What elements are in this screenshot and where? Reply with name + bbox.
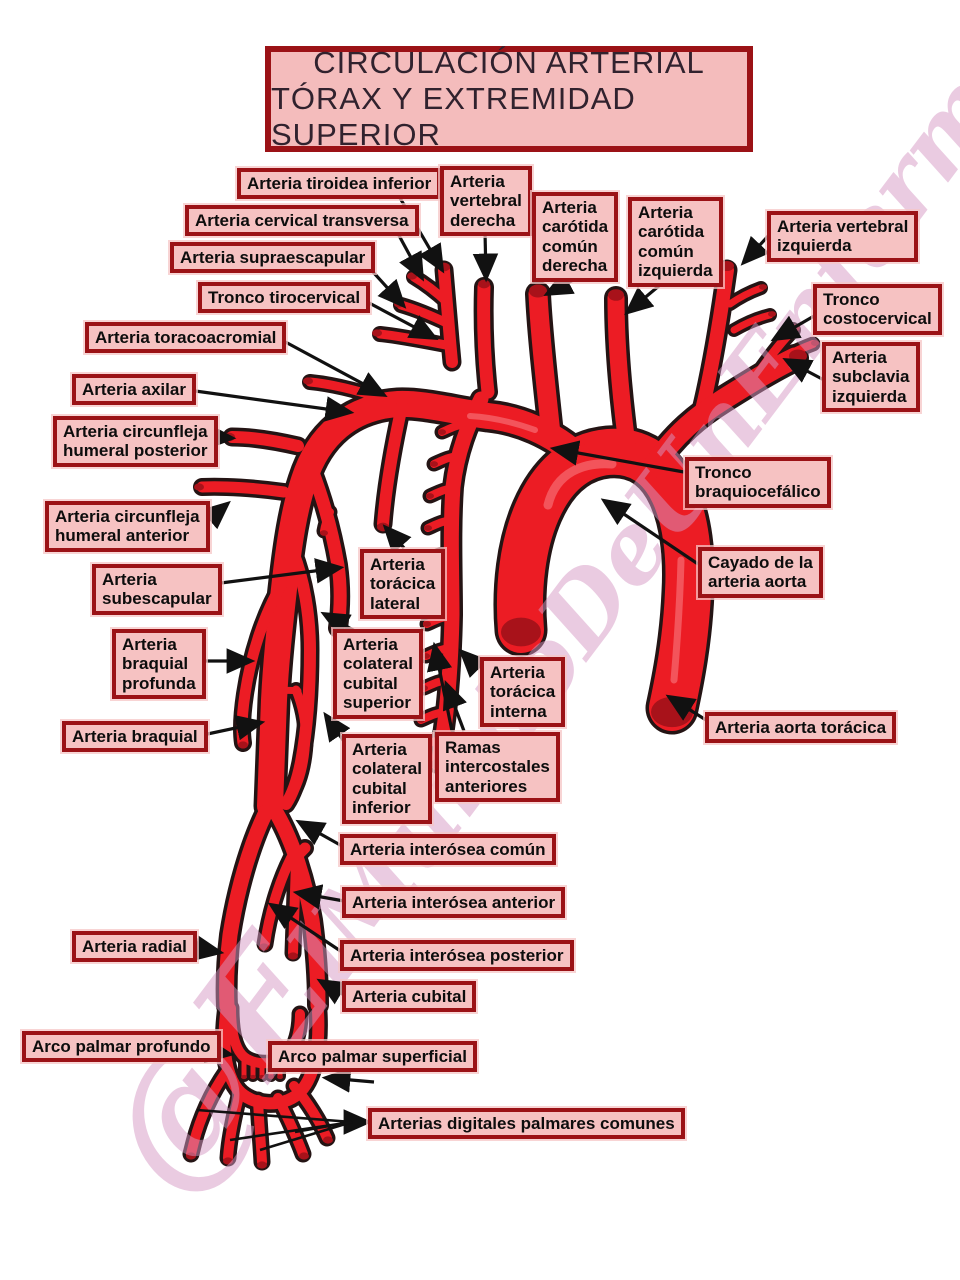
label-arteria-axilar: Arteria axilar <box>72 374 196 406</box>
label-arteria-cervical-transversa: Arteria cervical transversa <box>185 205 419 237</box>
vessel-open-end <box>423 621 431 627</box>
vessel-open-end <box>277 1074 283 1080</box>
label-ramas-intercostales-anteriores: Ramas intercostales anteriores <box>435 732 560 803</box>
label-arteria-aorta-toracica: Arteria aorta torácica <box>705 712 897 744</box>
vessel-open-end <box>438 429 446 435</box>
vessel-open-end <box>529 284 547 298</box>
vessel <box>730 311 774 334</box>
label-arteria-colateral-cubital-inferior: Arteria colateral cubital inferior <box>342 734 432 824</box>
vessel-open-end <box>417 717 425 723</box>
label-arteria-interosea-posterior: Arteria interósea posterior <box>340 940 574 972</box>
vessel-highlight <box>670 556 685 684</box>
vessel-open-end <box>223 1157 233 1165</box>
vessel-open-end <box>407 272 417 280</box>
vessel-open-end <box>303 377 313 385</box>
vessel-open-end <box>372 329 382 337</box>
vessel-open-end <box>720 260 734 272</box>
vessel-open-end <box>223 432 235 442</box>
vessel-open-end <box>608 289 624 301</box>
label-arteria-radial: Arteria radial <box>72 931 197 963</box>
vessel-open-end <box>501 617 541 647</box>
title-line-1: CIRCULACIÓN ARTERIAL <box>313 45 705 80</box>
vessel-open-end <box>759 284 767 290</box>
vessel-open-end <box>241 1074 247 1080</box>
title-box: CIRCULACIÓN ARTERIAL TÓRAX Y EXTREMIDAD … <box>265 45 753 152</box>
label-tronco-costocervical: Tronco costocervical <box>813 284 942 335</box>
label-arteria-subclavia-izquierda: Arteria subclavia izquierda <box>822 342 920 413</box>
vessel <box>760 340 817 374</box>
vessel-open-end <box>789 349 807 363</box>
vessel <box>477 280 495 399</box>
vessel-open-end <box>323 1136 333 1144</box>
vessel-open-end <box>194 483 204 491</box>
vessel-open-end <box>790 324 800 332</box>
vessel <box>438 264 458 368</box>
vessel <box>219 804 274 1014</box>
label-arterias-digitales-palmares-comunes: Arterias digitales palmares comunes <box>368 1108 685 1140</box>
label-arteria-cubital: Arteria cubital <box>342 981 477 1013</box>
vessel-open-end <box>768 311 776 317</box>
label-tronco-braquiocefalico: Tronco braquiocefálico <box>685 457 831 508</box>
vessel <box>607 289 637 461</box>
vessel-open-end <box>259 1074 265 1080</box>
vessel <box>260 853 296 949</box>
label-arteria-braquial-profunda: Arteria braquial profunda <box>112 629 206 700</box>
vessel-open-end <box>299 1152 309 1160</box>
title-line-2: TÓRAX Y EXTREMIDAD SUPERIOR <box>271 81 636 152</box>
vessel-open-end <box>238 741 248 749</box>
vessel <box>253 1095 267 1167</box>
label-arteria-vertebral-derecha: Arteria vertebral derecha <box>440 166 532 237</box>
vessel <box>377 400 408 530</box>
vessel-open-end <box>186 1152 196 1160</box>
vessel-open-end <box>478 279 490 289</box>
vessel-open-end <box>257 1161 267 1169</box>
vessel <box>268 686 302 696</box>
label-arteria-vertebral-izquierda: Arteria vertebral izquierda <box>767 211 919 262</box>
vessel <box>285 685 311 803</box>
label-arteria-toracoacromial: Arteria toracoacromial <box>85 322 287 354</box>
vessel-open-end <box>422 653 430 659</box>
label-arteria-interosea-anterior: Arteria interósea anterior <box>342 887 566 919</box>
vessel-open-end <box>424 525 432 531</box>
vessel-open-end <box>430 461 438 467</box>
label-arteria-subescapular: Arteria subescapular <box>92 564 222 615</box>
vessel-open-end <box>426 493 434 499</box>
vessel <box>320 508 334 535</box>
label-arteria-toracica-interna: Arteria torácica interna <box>480 657 566 728</box>
label-arco-palmar-profundo: Arco palmar profundo <box>22 1031 221 1063</box>
label-arteria-circunfleja-humeral-anterior: Arteria circunfleja humeral anterior <box>45 501 210 552</box>
vessel-open-end <box>250 1074 256 1080</box>
vessel-open-end <box>651 696 693 728</box>
vessel <box>726 284 765 308</box>
label-arteria-circunfleja-humeral-posterior: Arteria circunfleja humeral posterior <box>53 416 218 467</box>
vessel-highlight <box>467 413 538 433</box>
vessel-open-end <box>259 943 269 951</box>
vessel-open-end <box>320 530 328 536</box>
label-arteria-supraescapular: Arteria supraescapular <box>170 242 376 274</box>
label-arteria-toracica-lateral: Arteria torácica lateral <box>360 549 446 620</box>
vessel <box>641 347 806 479</box>
label-arteria-interosea-comun: Arteria interósea común <box>340 834 556 866</box>
label-arteria-tiroidea-inferior: Arteria tiroidea inferior <box>237 168 442 200</box>
vessel-open-end <box>394 300 404 308</box>
vessel-open-end <box>438 262 450 272</box>
vessel <box>694 263 734 421</box>
vessel <box>528 284 561 444</box>
label-arteria-carotida-comun-izquierda: Arteria carótida común izquierda <box>628 197 723 287</box>
vessel <box>288 857 301 958</box>
vessel <box>196 481 290 498</box>
vessel-open-end <box>288 952 298 960</box>
vessel <box>226 1003 305 1069</box>
label-arteria-carotida-comun-derecha: Arteria carótida común derecha <box>532 192 619 282</box>
label-tronco-tirocervical: Tronco tirocervical <box>198 282 371 314</box>
label-cayado-de-la-arteria-aorta: Cayado de la arteria aorta <box>698 547 823 598</box>
vessel-open-end <box>268 1074 274 1080</box>
vessel-open-end <box>811 340 819 346</box>
label-arco-palmar-superficial: Arco palmar superficial <box>268 1041 477 1073</box>
label-arteria-braquial: Arteria braquial <box>62 721 208 753</box>
label-arteria-colateral-cubital-superior: Arteria colateral cubital superior <box>333 629 423 719</box>
vessel <box>226 431 304 452</box>
vessel-open-end <box>377 522 389 532</box>
